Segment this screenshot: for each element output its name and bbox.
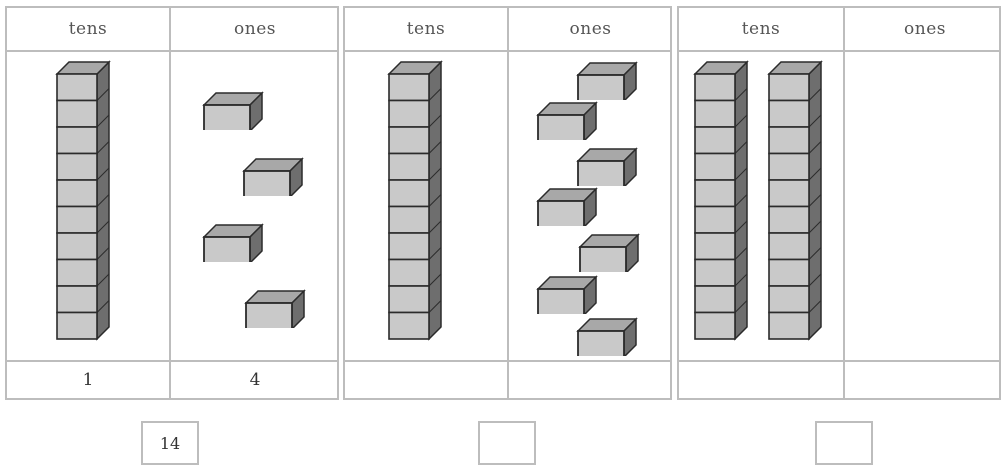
place-value-table-1: tens 1 ones 4 bbox=[5, 6, 339, 400]
ones-header: ones bbox=[845, 8, 1001, 52]
ones-area bbox=[171, 50, 339, 364]
ones-area bbox=[845, 50, 1001, 364]
ten-rod-block bbox=[767, 60, 831, 350]
place-value-table-3: tens ones bbox=[677, 6, 1001, 400]
tens-header: tens bbox=[679, 8, 843, 52]
one-cube bbox=[243, 288, 309, 328]
tens-column: tens bbox=[345, 8, 507, 398]
ones-column: ones bbox=[843, 8, 1001, 398]
answer-box-3[interactable] bbox=[815, 421, 873, 465]
one-cube bbox=[535, 274, 601, 314]
tens-area bbox=[345, 50, 507, 364]
ones-header: ones bbox=[509, 8, 672, 52]
tens-header: tens bbox=[7, 8, 169, 52]
tens-value bbox=[679, 360, 843, 398]
one-cube bbox=[577, 232, 643, 272]
ones-column: ones 4 bbox=[169, 8, 339, 398]
one-cube bbox=[241, 156, 307, 196]
tens-column: tens 1 bbox=[7, 8, 169, 398]
answer-box-1[interactable]: 14 bbox=[141, 421, 199, 465]
one-cube bbox=[201, 222, 267, 262]
ones-value: 4 bbox=[171, 360, 339, 398]
answer-box-2[interactable] bbox=[478, 421, 536, 465]
ten-rod-block bbox=[55, 60, 119, 350]
tens-column: tens bbox=[679, 8, 843, 398]
one-cube bbox=[201, 90, 267, 130]
ten-rod-block bbox=[693, 60, 757, 350]
tens-value: 1 bbox=[7, 360, 169, 398]
tens-area bbox=[7, 50, 169, 364]
tens-header: tens bbox=[345, 8, 507, 52]
one-cube bbox=[575, 60, 641, 100]
one-cube bbox=[535, 100, 601, 140]
ones-area bbox=[509, 50, 672, 364]
one-cube bbox=[535, 186, 601, 226]
ones-header: ones bbox=[171, 8, 339, 52]
ones-value bbox=[509, 360, 672, 398]
ones-column: ones bbox=[507, 8, 672, 398]
ones-value bbox=[845, 360, 1001, 398]
one-cube bbox=[575, 146, 641, 186]
tens-value bbox=[345, 360, 507, 398]
place-value-table-2: tens ones bbox=[343, 6, 672, 400]
ten-rod-block bbox=[387, 60, 451, 350]
tens-area bbox=[679, 50, 843, 364]
one-cube bbox=[575, 316, 641, 356]
